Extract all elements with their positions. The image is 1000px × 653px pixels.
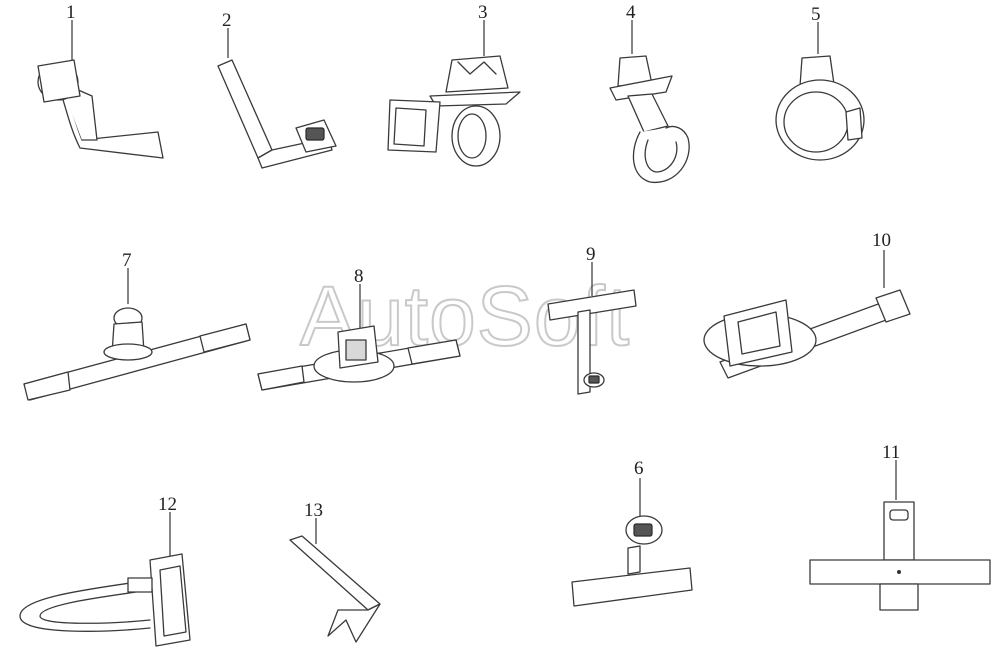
callout-12: 12: [158, 494, 177, 515]
part-13-angle-bracket: 13: [289, 500, 381, 643]
callout-5: 5: [811, 4, 821, 25]
callout-4: 4: [626, 2, 636, 23]
callout-8: 8: [354, 266, 364, 287]
part-4-clip: 4: [609, 2, 690, 183]
callout-11: 11: [882, 442, 900, 463]
part-5-ring-clip: 5: [775, 4, 865, 161]
callout-2: 2: [222, 10, 232, 31]
callout-10: 10: [872, 230, 891, 251]
callout-13: 13: [304, 500, 323, 521]
part-6-strip-clip: 6: [571, 458, 693, 607]
callout-1: 1: [66, 2, 76, 23]
callout-7: 7: [122, 250, 132, 271]
callout-6: 6: [634, 458, 644, 479]
part-2-bracket: 2: [217, 10, 337, 169]
part-8-strip-clip: 8: [257, 266, 461, 391]
part-10-strip-clip: 10: [703, 230, 911, 379]
part-11-cross-bracket: 11: [809, 442, 991, 611]
part-3-double-clip: 3: [387, 2, 521, 167]
callout-3: 3: [478, 2, 488, 23]
part-12-band-clip: 12: [19, 494, 191, 647]
callout-9: 9: [586, 244, 596, 265]
part-9-t-bracket: 9: [547, 244, 637, 395]
part-7-strip-clip: 7: [23, 250, 251, 401]
part-1-clip: 1: [37, 2, 164, 159]
